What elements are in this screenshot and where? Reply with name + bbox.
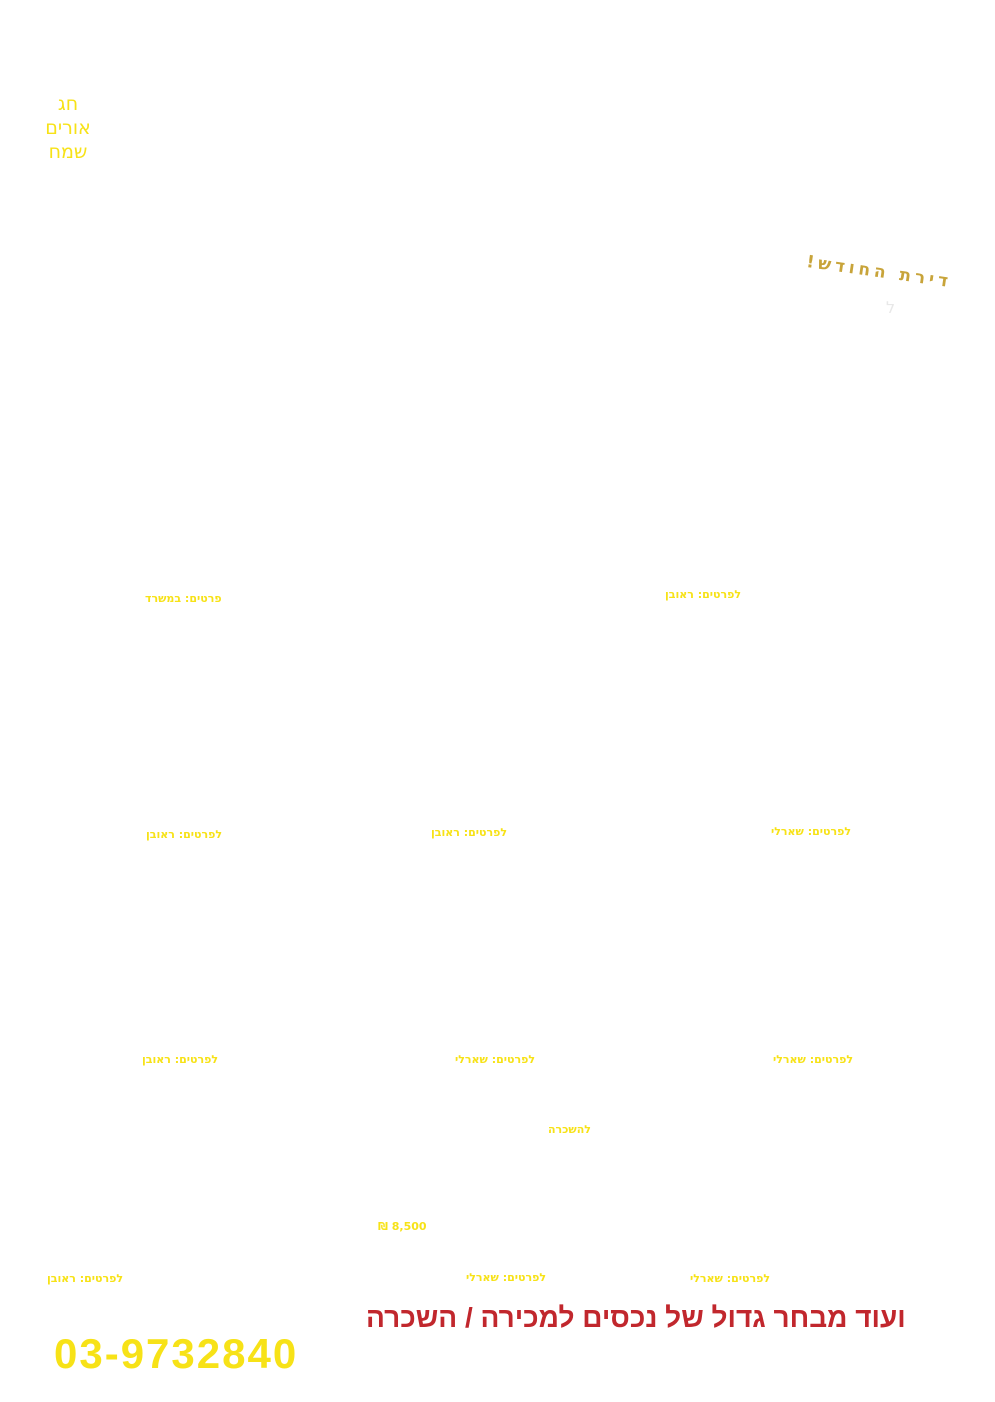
listing-contact: לפרטים: ראובן [47,1272,124,1285]
greeting-line: אורים [45,117,91,139]
phone-number[interactable]: 03-9732840 [54,1330,299,1377]
listing-contact: פרטים: במשרד [145,592,222,605]
greeting-line: חג [57,93,79,115]
listing-contact: לפרטים: ראובן [142,1053,219,1066]
rental-price: ₪ 8,500 [378,1220,427,1233]
listing-contact: לפרטים: ראובן [665,588,742,601]
listing-contact: לפרטים: שארלי [466,1271,546,1284]
holiday-greeting: חג אורים שמח [40,92,96,164]
listing-contact: לפרטים: שארלי [771,825,851,838]
listing-contact: לפרטים: ראובן [431,826,508,839]
rental-label: להשכרה [548,1123,591,1136]
listing-contact: לפרטים: שארלי [455,1053,535,1066]
greeting-line: שמח [48,141,88,163]
apartment-of-month-title: דירת החודש! [805,252,954,293]
listing-contact: לפרטים: שארלי [690,1272,770,1285]
listing-contact: לפרטים: שארלי [773,1053,853,1066]
apartment-of-month-subtitle: ל [886,298,896,317]
listing-contact: לפרטים: ראובן [146,828,223,841]
footer-tagline: ועוד מבחר גדול של נכסים למכירה / השכרה [366,1302,906,1333]
